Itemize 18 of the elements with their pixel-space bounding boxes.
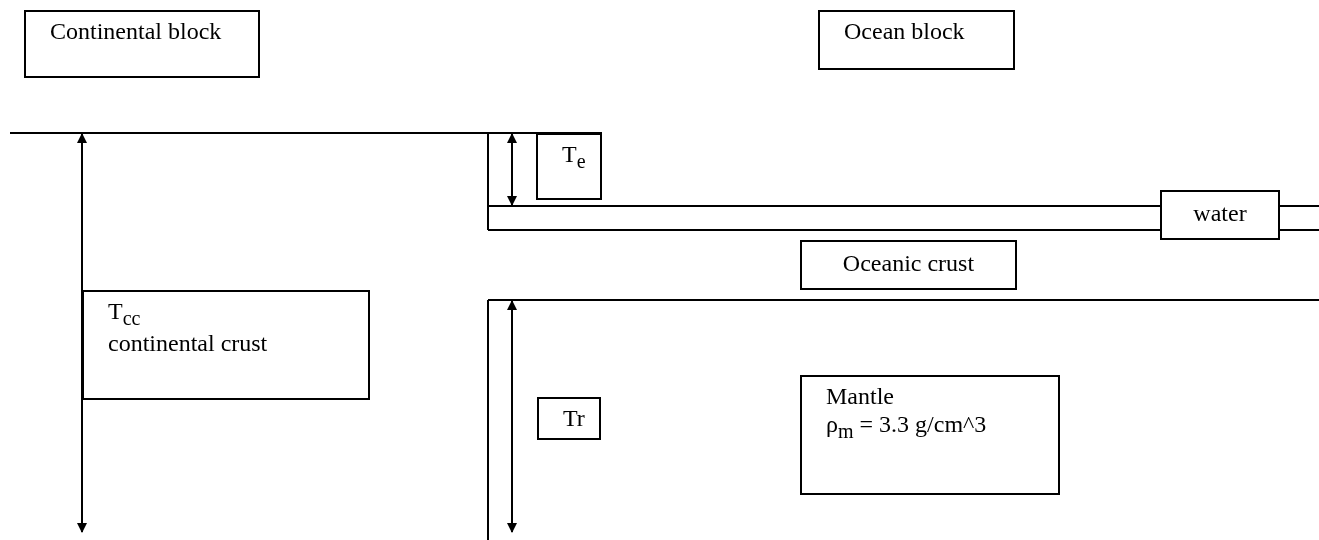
label-box (536, 133, 602, 200)
label-box (1160, 190, 1280, 240)
label-box (537, 397, 601, 440)
label-box (24, 10, 260, 78)
label-box (800, 240, 1017, 290)
label-text: Tr (563, 405, 586, 433)
label-box (800, 375, 1060, 495)
label-text: T$_{e}$ (562, 141, 587, 173)
label-text: continental crust (108, 329, 269, 358)
label-text: Ocean block (844, 18, 966, 46)
label-text: water (1192, 200, 1248, 228)
label-box (818, 10, 1015, 70)
label-box (82, 290, 370, 400)
label-text: Oceanic crust (841, 250, 976, 278)
label-text: ρ$_{m}$ = 3.3 g/cm^3 (826, 410, 988, 443)
label-text: Continental block (50, 18, 223, 46)
label-text: T$_{cc}$ (108, 298, 142, 330)
label-text: Mantle (826, 383, 895, 411)
